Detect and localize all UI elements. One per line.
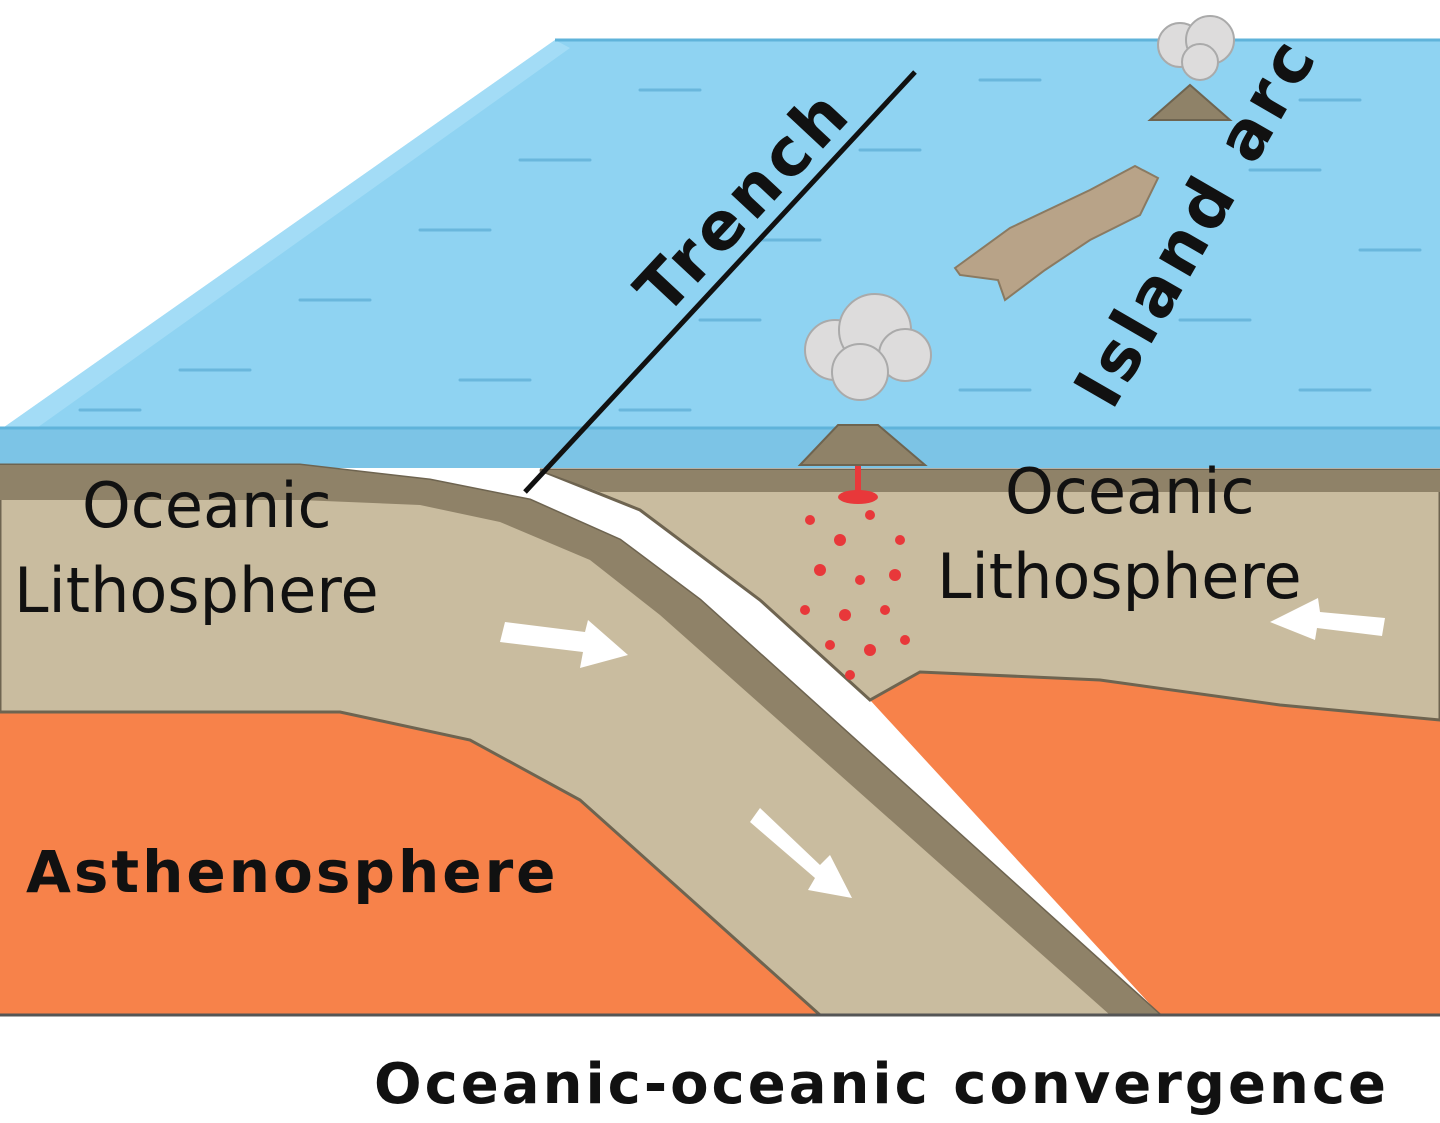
label-asthenosphere: Asthenosphere [26,838,559,906]
overriding-plate-crust [540,470,1440,492]
ash-cloud-far [1157,15,1235,81]
volcano-far [1147,83,1233,121]
arrow-plate-motion-left [500,620,628,668]
arrow-plate-motion-right [1270,598,1385,640]
ocean-left-edge [0,40,570,440]
label-oceanic-right-2: Lithosphere [937,540,1302,613]
label-oceanic-right-1: Oceanic [1005,455,1255,528]
diagram-caption: Oceanic-oceanic convergence [374,1052,1390,1117]
magma-chamber [838,490,878,504]
wave-marks [78,78,1422,412]
volcano-front [797,424,928,466]
label-oceanic-left-1: Oceanic [82,469,332,542]
ocean-surface [0,40,1440,465]
trench-line [523,70,917,494]
island-landmass [953,164,1160,302]
arrow-subduction [750,808,852,898]
magma-melt [800,510,910,680]
ash-cloud-front [804,293,932,401]
overriding-plate [539,468,1440,722]
asthenosphere-right [870,672,1440,1015]
asthenosphere-left [0,712,820,1015]
label-oceanic-left-2: Lithosphere [14,554,379,627]
ocean-front-face [0,428,1440,468]
